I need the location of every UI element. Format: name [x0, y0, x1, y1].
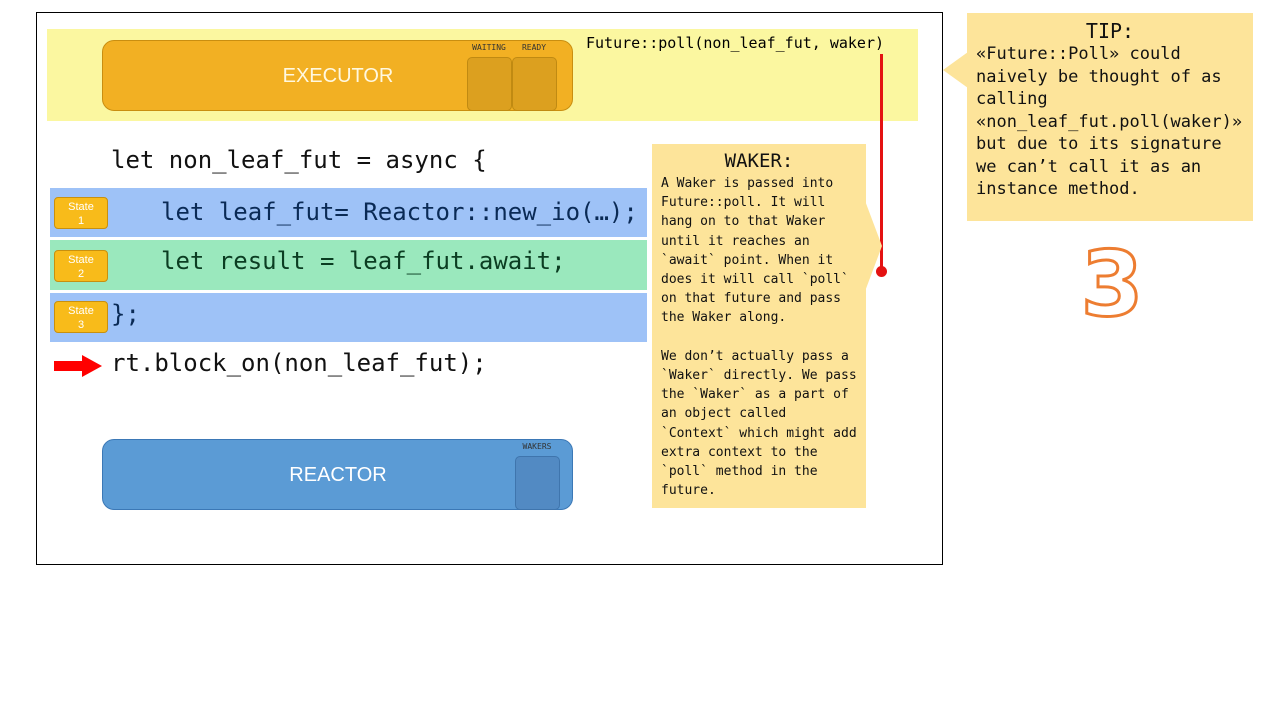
arrow-right-icon: [54, 355, 102, 377]
state-2-row: [50, 240, 647, 290]
ready-label: READY: [521, 43, 547, 52]
waker-note: WAKER: A Waker is passed into Future::po…: [652, 144, 866, 508]
state-1-badge: State 1: [54, 197, 108, 229]
state-badge-number: 2: [77, 268, 85, 280]
code-line-await: let result = leaf_fut.await;: [161, 247, 566, 275]
tip-note-pointer: [943, 52, 968, 88]
state-badge-number: 3: [77, 319, 85, 331]
state-badge-label: State: [68, 305, 94, 317]
state-3-badge: State 3: [54, 301, 108, 333]
tip-note-title: TIP:: [1085, 19, 1135, 43]
code-line-async: let non_leaf_fut = async {: [111, 146, 487, 174]
poll-connector-line: [880, 54, 883, 271]
code-line-leaf-fut: let leaf_fut= Reactor::new_io(…);: [161, 198, 638, 226]
reactor-box: REACTOR WAKERS: [102, 439, 573, 510]
executor-label: EXECUTOR: [282, 65, 394, 87]
step-number: 3: [1079, 231, 1145, 339]
wakers-slot: [515, 456, 560, 510]
waker-note-pointer: [864, 198, 882, 294]
waker-note-text: A Waker is passed into Future::poll. It …: [661, 176, 857, 499]
tip-note: TIP: «Future::Poll» could naively be tho…: [967, 13, 1253, 221]
state-2-badge: State 2: [54, 250, 108, 282]
waiting-label: WAITING: [472, 43, 506, 52]
reactor-label: REACTOR: [289, 464, 387, 486]
state-badge-label: State: [68, 201, 94, 213]
code-line-block-on: rt.block_on(non_leaf_fut);: [111, 349, 487, 377]
state-badge-number: 1: [77, 215, 85, 227]
code-line-close: };: [111, 300, 140, 328]
state-3-row: [50, 293, 647, 342]
state-1-row: [50, 188, 647, 237]
tip-note-text: «Future::Poll» could naively be thought …: [976, 44, 1253, 199]
wakers-label: WAKERS: [522, 442, 552, 451]
executor-box: EXECUTOR WAITING READY: [102, 40, 573, 111]
waker-note-title: WAKER:: [724, 150, 794, 172]
waiting-queue-slot: [467, 57, 512, 111]
ready-queue-slot: [512, 57, 557, 111]
poll-call-label: Future::poll(non_leaf_fut, waker): [586, 34, 885, 52]
state-badge-label: State: [68, 254, 94, 266]
